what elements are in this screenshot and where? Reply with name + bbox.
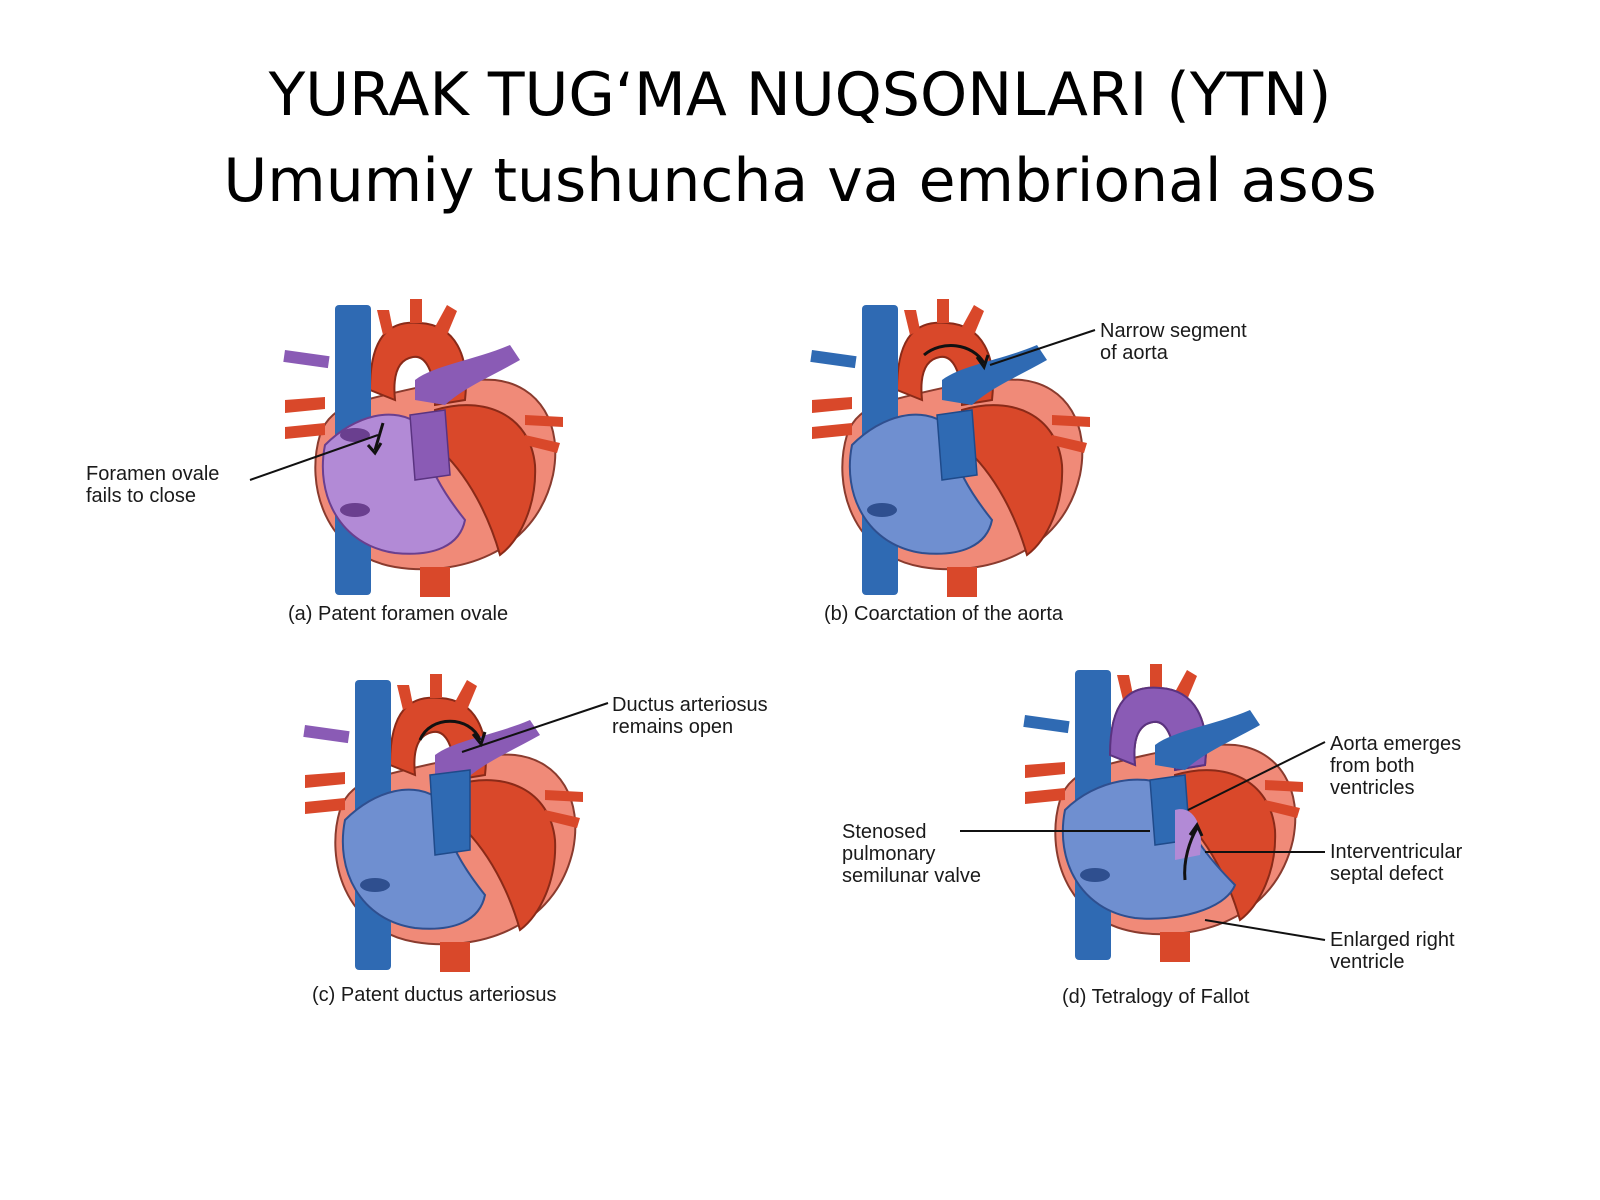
title-line-1: YURAK TUG‘MA NUQSONLARI (YTN): [268, 60, 1332, 130]
panel-d-illustration: [1023, 663, 1304, 963]
caption-panel-c: (c) Patent ductus arteriosus: [312, 984, 557, 1006]
label-ductus-2: remains open: [612, 716, 733, 738]
panel-c-illustration: [303, 673, 584, 973]
label-enlarged-rv-1: Enlarged right: [1330, 929, 1455, 951]
label-foramen-ovale-1: Foramen ovale: [86, 463, 219, 485]
label-stenosed-1: Stenosed: [842, 821, 927, 843]
panel-a-illustration: [283, 298, 564, 598]
label-stenosed-3: semilunar valve: [842, 865, 981, 887]
caption-panel-b: (b) Coarctation of the aorta: [824, 603, 1064, 625]
label-enlarged-rv-2: ventricle: [1330, 951, 1404, 973]
label-foramen-ovale-2: fails to close: [86, 485, 196, 507]
label-narrow-segment-1: Narrow segment: [1100, 320, 1247, 342]
label-aorta-emerges-3: ventricles: [1330, 777, 1414, 799]
label-aorta-emerges-2: from both: [1330, 755, 1414, 777]
caption-panel-a: (a) Patent foramen ovale: [288, 603, 508, 625]
label-septal-defect-1: Interventricular: [1330, 841, 1463, 863]
label-aorta-emerges-1: Aorta emerges: [1330, 733, 1461, 755]
title-line-2: Umumiy tushuncha va embrional asos: [223, 146, 1377, 216]
caption-panel-d: (d) Tetralogy of Fallot: [1062, 986, 1250, 1008]
label-stenosed-2: pulmonary: [842, 843, 935, 865]
label-septal-defect-2: septal defect: [1330, 863, 1444, 885]
slide-title: YURAK TUG‘MA NUQSONLARI (YTN) Umumiy tus…: [0, 52, 1600, 224]
label-ductus-1: Ductus arteriosus: [612, 694, 768, 716]
label-narrow-segment-2: of aorta: [1100, 342, 1169, 364]
panel-b-illustration: [810, 298, 1091, 598]
